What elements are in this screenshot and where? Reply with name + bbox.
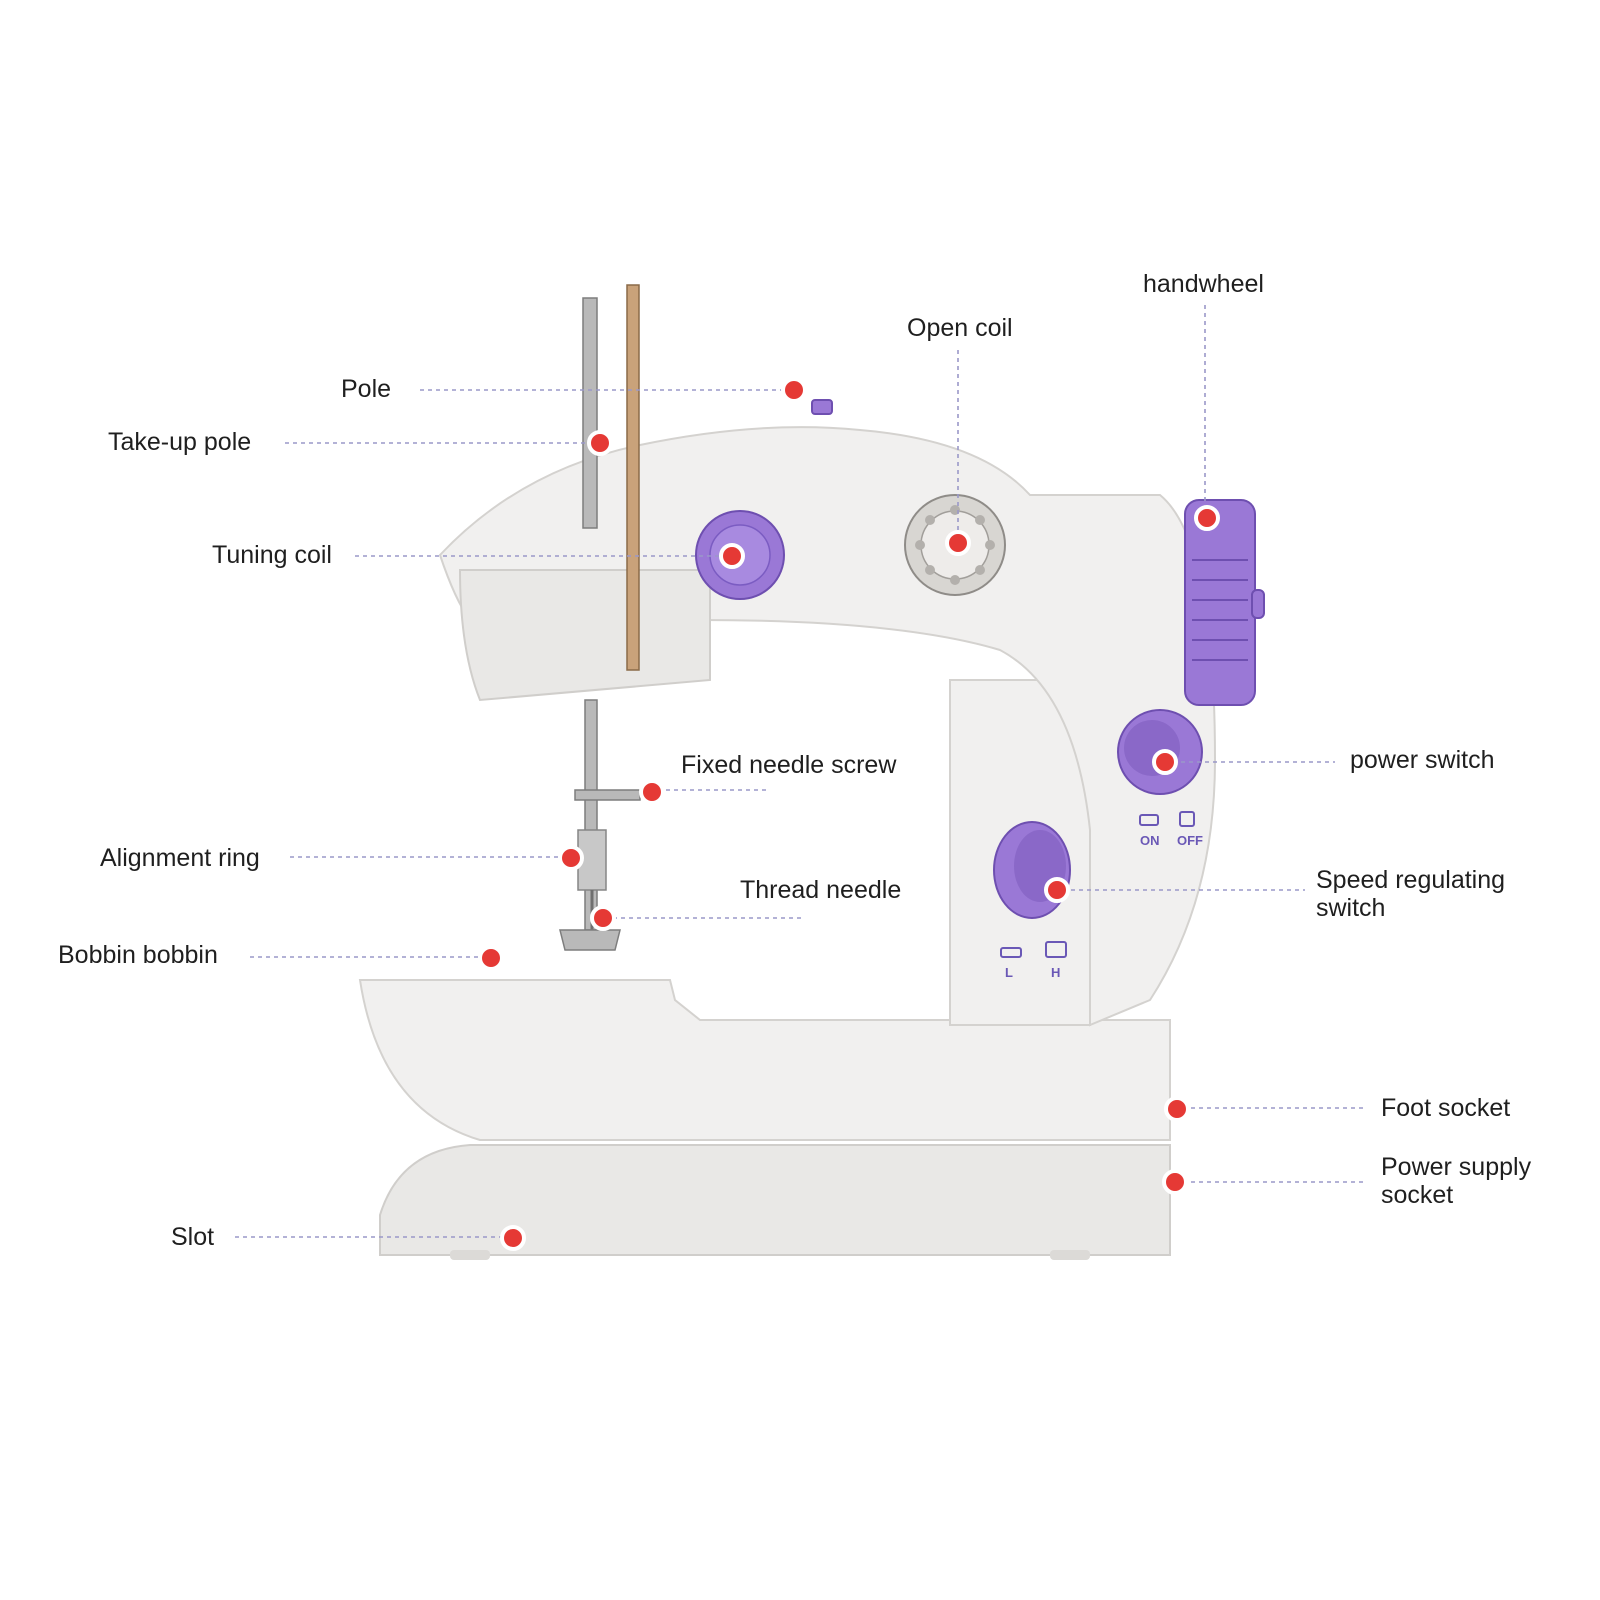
label-pole: Pole: [341, 375, 391, 403]
low-symbol-icon: [1000, 947, 1022, 958]
take-up-pole-rod: [626, 284, 640, 671]
label-thread-needle: Thread needle: [740, 876, 901, 904]
high-symbol-icon: [1045, 941, 1067, 958]
labels: Pole Take-up pole Tuning coil Open coil …: [58, 270, 1532, 1251]
machine-base: [379, 1144, 1171, 1256]
presser-foot: [559, 929, 621, 951]
marker-handwheel: [1194, 505, 1220, 531]
on-symbol-icon: [1139, 814, 1159, 826]
label-take-up-pole: Take-up pole: [108, 428, 251, 456]
needle-clamp: [574, 789, 641, 801]
alignment-spring: [577, 829, 607, 891]
marker-power-switch: [1152, 749, 1178, 775]
marker-bobbin: [478, 945, 504, 971]
off-symbol-icon: [1179, 811, 1195, 827]
marker-fixed-needle-screw: [639, 779, 665, 805]
label-power-supply-line2: socket: [1381, 1181, 1453, 1209]
label-bobbin-bobbin: Bobbin bobbin: [58, 941, 218, 969]
marker-speed-switch: [1044, 877, 1070, 903]
marker-power-supply-socket: [1162, 1169, 1188, 1195]
marker-take-up-pole: [587, 430, 613, 456]
sewing-machine-illustration: ON OFF L H: [358, 284, 1265, 1260]
base-foot-right: [1050, 1250, 1090, 1260]
label-tuning-coil: Tuning coil: [212, 541, 332, 569]
marker-open-coil: [945, 530, 971, 556]
markers: [478, 377, 1220, 1251]
handwheel-part: [1184, 499, 1265, 706]
leader-lines: [235, 305, 1365, 1238]
marker-alignment-ring: [558, 845, 584, 871]
label-power-switch: power switch: [1350, 746, 1495, 774]
marker-pole: [781, 377, 807, 403]
label-slot: Slot: [171, 1223, 214, 1251]
label-alignment-ring: Alignment ring: [100, 844, 260, 872]
on-mark: ON: [1140, 833, 1160, 848]
low-mark: L: [1005, 965, 1013, 980]
label-foot-socket: Foot socket: [1381, 1094, 1510, 1122]
label-open-coil: Open coil: [907, 314, 1013, 342]
off-mark: OFF: [1177, 833, 1203, 848]
label-speed-regulating-line1: Speed regulating: [1316, 866, 1505, 894]
marker-foot-socket: [1164, 1096, 1190, 1122]
pole-rod: [582, 297, 598, 529]
machine-arm: [438, 426, 1217, 1027]
label-fixed-needle-screw: Fixed needle screw: [681, 751, 897, 779]
machine-head: [458, 569, 711, 702]
label-power-supply-line1: Power supply: [1381, 1153, 1532, 1181]
marker-thread-needle: [590, 905, 616, 931]
speed-switch-part: [993, 821, 1071, 919]
label-speed-regulating-line2: switch: [1316, 894, 1385, 922]
marker-slot: [500, 1225, 526, 1251]
label-handwheel: handwheel: [1143, 270, 1264, 298]
base-foot-left: [450, 1250, 490, 1260]
thread-guide-top: [811, 399, 833, 415]
high-mark: H: [1051, 965, 1060, 980]
marker-tuning-coil: [719, 543, 745, 569]
